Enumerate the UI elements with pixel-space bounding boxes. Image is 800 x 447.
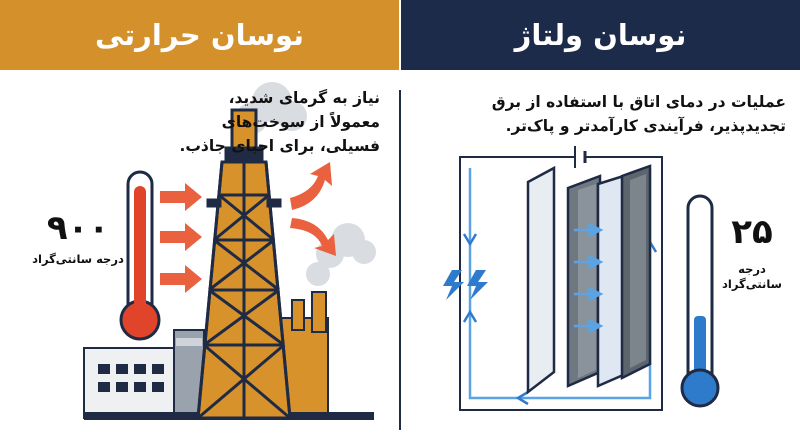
electrochemical-cell-icon [459,146,663,411]
panel-divider [399,90,401,430]
oil-derrick-icon [196,108,292,420]
heat-arrows-in [160,183,202,293]
lightning-icon [443,270,488,300]
voltage-description: عملیات در دمای اتاق با استفاده از برق تج… [491,93,786,135]
thermal-description: نیاز به گرمای شدید، معمولاً از سوخت‌های … [179,89,380,155]
thermal-temperature-unit: درجه سانتی‌گراد [32,252,124,266]
thermal-temperature-value: ۹۰۰ [46,208,110,248]
voltage-swing-header: نوسان ولتاژ [401,0,800,70]
heat-arrows-out [290,162,336,256]
voltage-temperature-value: ۲۵ [731,212,773,252]
voltage-temperature-unit: درجه سانتی‌گراد [722,262,782,291]
thermometer-cold-icon [680,194,720,408]
thermometer-hot-icon [119,170,161,341]
thermal-swing-title: نوسان حرارتی [94,18,305,52]
voltage-swing-title: نوسان ولتاژ [514,18,687,52]
thermal-swing-header: نوسان حرارتی [0,0,399,70]
